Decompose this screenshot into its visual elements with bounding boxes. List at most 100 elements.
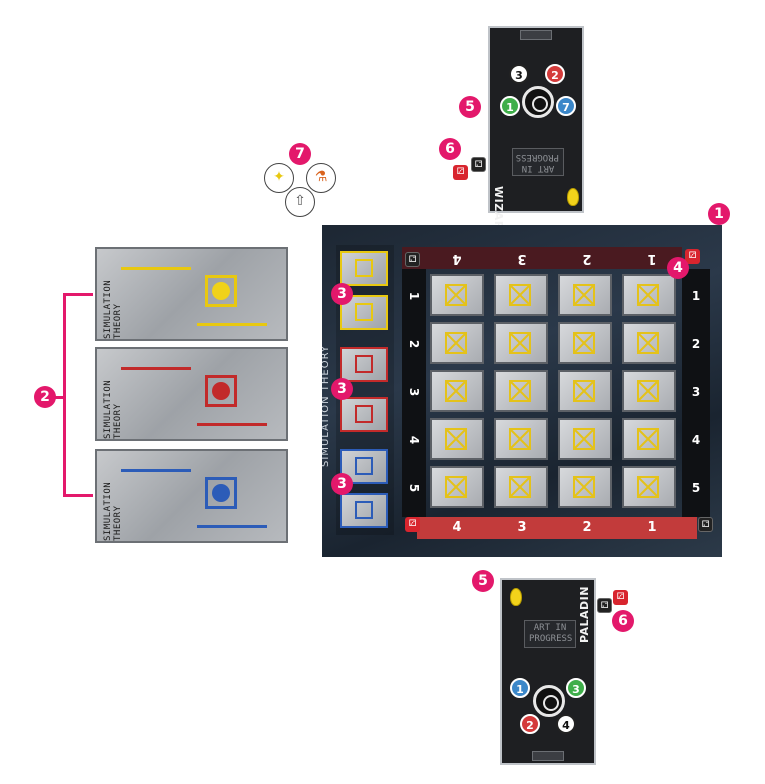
row-header: 2 — [407, 339, 421, 349]
grid-cell[interactable] — [622, 418, 676, 460]
callout-badge: 6 — [439, 138, 461, 160]
grid-cell[interactable] — [622, 274, 676, 316]
row-header: 1 — [407, 291, 421, 301]
grid-cell[interactable] — [622, 466, 676, 508]
token-green[interactable]: 3 — [566, 678, 586, 698]
theory-emblem-icon — [205, 375, 237, 407]
grid-cell[interactable] — [622, 322, 676, 364]
grid-cell[interactable] — [622, 370, 676, 412]
callout-bracket — [55, 396, 65, 399]
theory-card-title: SIMULATION THEORY — [103, 379, 123, 439]
slot-yellow[interactable] — [340, 295, 388, 330]
dial-icon[interactable] — [533, 685, 565, 717]
grid-cell[interactable] — [430, 322, 484, 364]
red-die-icon[interactable]: ⚂ — [453, 165, 468, 180]
callout-badge: 4 — [667, 257, 689, 279]
card-trim — [121, 367, 191, 370]
art-in-progress-box: ART IN PROGRESS — [524, 620, 576, 648]
yellow-crystal-icon — [510, 588, 522, 606]
grid-cell[interactable] — [430, 418, 484, 460]
token-red[interactable]: 2 — [545, 64, 565, 84]
token-white[interactable]: 4 — [556, 714, 576, 734]
power-tile-white-icon[interactable]: ⇧ — [285, 187, 315, 217]
black-die-icon[interactable]: ⚁ — [471, 157, 486, 172]
column-header: 2 — [582, 251, 592, 266]
token-blue[interactable]: 7 — [556, 96, 576, 116]
black-die-icon: ⚁ — [698, 517, 713, 532]
grid-cell[interactable] — [430, 466, 484, 508]
slot-red[interactable] — [340, 347, 388, 382]
theory-emblem-icon — [205, 275, 237, 307]
row-strip — [682, 269, 710, 517]
card-trim — [121, 267, 191, 270]
main-game-board: 4 3 2 1 4 3 2 1 1 2 3 4 5 1 2 3 4 5 SIMU… — [322, 225, 722, 557]
power-tile-yellow-icon[interactable]: ✦ — [264, 163, 294, 193]
theory-card-red[interactable]: SIMULATION THEORY — [95, 347, 288, 441]
callout-badge: 3 — [331, 473, 353, 495]
theory-card-blue[interactable]: SIMULATION THEORY — [95, 449, 288, 543]
card-trim — [197, 323, 267, 326]
orb-icon — [212, 282, 230, 300]
board-tab — [532, 751, 564, 761]
power-tile-orange-icon[interactable]: ⚗ — [306, 163, 336, 193]
grid-cell[interactable] — [494, 466, 548, 508]
token-red[interactable]: 2 — [520, 714, 540, 734]
slot-yellow[interactable] — [340, 251, 388, 286]
callout-badge: 5 — [459, 96, 481, 118]
row-header: 3 — [407, 387, 421, 397]
yellow-crystal-icon — [567, 188, 579, 206]
callout-bracket — [63, 293, 66, 497]
callout-badge: 2 — [34, 386, 56, 408]
column-footer: 1 — [647, 520, 657, 535]
dial-icon[interactable] — [522, 86, 554, 118]
column-footer: 2 — [582, 520, 592, 535]
wizard-player-board: 3 2 1 7 ART IN PROGRESS WIZARD — [488, 26, 584, 239]
column-header: 3 — [517, 251, 527, 266]
token-blue[interactable]: 1 — [510, 678, 530, 698]
grid-cell[interactable] — [558, 370, 612, 412]
token-green[interactable]: 1 — [500, 96, 520, 116]
grid-cell[interactable] — [430, 370, 484, 412]
orb-icon — [212, 484, 230, 502]
board-tab — [520, 30, 552, 40]
theory-card-yellow[interactable]: SIMULATION THEORY — [95, 247, 288, 341]
board-footer — [417, 517, 697, 539]
black-die-icon: ⚁ — [405, 252, 420, 267]
grid-cell[interactable] — [558, 466, 612, 508]
column-footer: 3 — [517, 520, 527, 535]
callout-badge: 7 — [289, 143, 311, 165]
callout-badge: 6 — [612, 610, 634, 632]
grid-cell[interactable] — [494, 322, 548, 364]
grid-cell[interactable] — [430, 274, 484, 316]
orb-icon — [212, 382, 230, 400]
token-white[interactable]: 3 — [509, 64, 529, 84]
theory-card-title: SIMULATION THEORY — [103, 481, 123, 541]
red-die-icon: ⚂ — [405, 517, 420, 532]
callout-badge: 3 — [331, 378, 353, 400]
card-trim — [121, 469, 191, 472]
grid-cell[interactable] — [558, 322, 612, 364]
row-header: 2 — [691, 337, 701, 351]
red-die-icon: ⚂ — [685, 249, 700, 264]
grid-cell[interactable] — [494, 274, 548, 316]
row-header: 4 — [407, 435, 421, 445]
slot-red[interactable] — [340, 397, 388, 432]
row-header: 5 — [407, 483, 421, 493]
row-strip — [402, 269, 426, 517]
grid-cell[interactable] — [494, 370, 548, 412]
column-footer: 4 — [452, 520, 462, 535]
callout-badge: 3 — [331, 283, 353, 305]
board-logo: SIMULATION THEORY — [322, 345, 331, 467]
black-die-icon[interactable]: ⚁ — [597, 598, 612, 613]
red-die-icon[interactable]: ⚂ — [613, 590, 628, 605]
grid-cell[interactable] — [558, 274, 612, 316]
slot-blue[interactable] — [340, 493, 388, 528]
grid-cell[interactable] — [558, 418, 612, 460]
callout-bracket — [63, 293, 93, 296]
board-header — [402, 247, 682, 269]
column-header: 4 — [452, 251, 462, 266]
theory-card-title: SIMULATION THEORY — [103, 279, 123, 339]
paladin-player-board: PALADIN ART IN PROGRESS 1 3 2 4 — [500, 578, 596, 765]
row-header: 5 — [691, 481, 701, 495]
grid-cell[interactable] — [494, 418, 548, 460]
